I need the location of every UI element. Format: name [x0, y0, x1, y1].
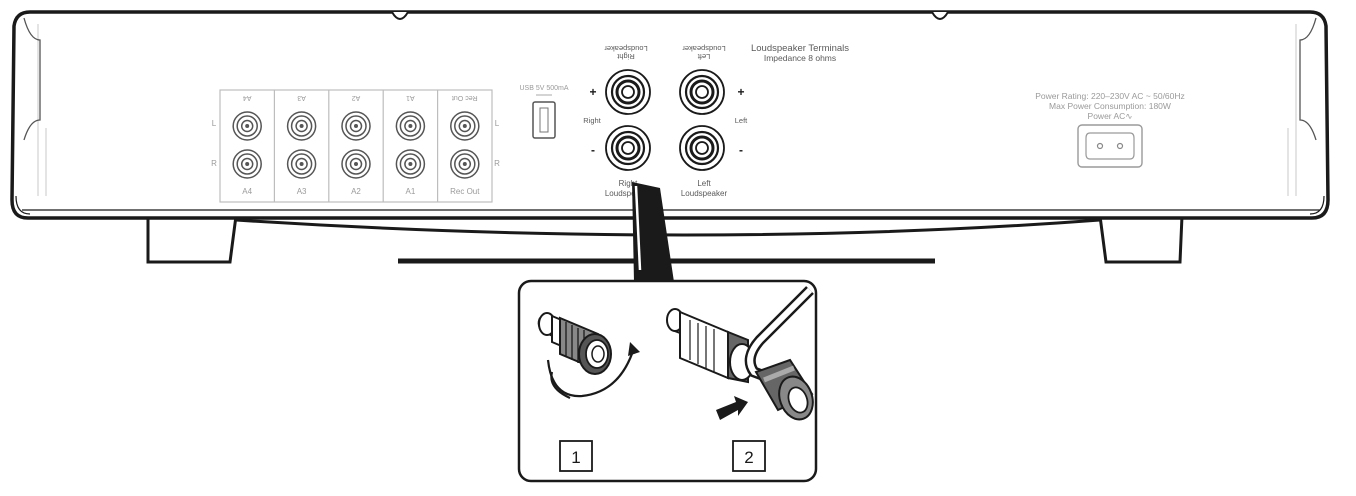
- binding-post-left-plus[interactable]: [679, 69, 725, 115]
- rca-jack-right[interactable]: [286, 149, 317, 179]
- power-ac-text: Power AC∿: [1088, 111, 1133, 121]
- left-speaker-top-line2: Loudspeaker: [682, 44, 726, 53]
- rca-jack-left[interactable]: [395, 111, 426, 141]
- wire-insertion-illustration: [666, 286, 814, 421]
- rca-jack-left[interactable]: [450, 111, 480, 141]
- rca-channel-left-label: L: [212, 119, 217, 128]
- rca-jack-left[interactable]: [232, 111, 262, 141]
- left-loudspeaker-bottom-line1: Left: [697, 179, 711, 188]
- right-plus-sign: +: [589, 85, 596, 99]
- binding-post-right-plus[interactable]: [605, 69, 651, 115]
- left-speaker-top-line1: Left: [697, 52, 710, 61]
- power-consumption-text: Max Power Consumption: 180W: [1049, 101, 1171, 111]
- rca-group-bottom-label: A4: [242, 187, 252, 196]
- rca-jack-right[interactable]: [395, 149, 426, 179]
- binding-post-left-minus[interactable]: [679, 125, 725, 171]
- rca-group-bottom-label: A1: [406, 187, 416, 196]
- loudspeaker-terminals-title: Loudspeaker Terminals: [751, 43, 849, 54]
- callout-pointer: [632, 182, 674, 282]
- right-speaker-top-line2: Loudspeaker: [604, 44, 648, 53]
- step-1-number: 1: [571, 448, 580, 467]
- power-rating-text: Power Rating: 220–230V AC ~ 50/60Hz: [1035, 91, 1185, 101]
- right-loudspeaker-bottom-line1: Right: [619, 179, 638, 188]
- rca-group-top-label: A1: [406, 94, 415, 101]
- rca-group-top-label: A3: [297, 94, 306, 101]
- instruction-inset: 1 2: [517, 279, 818, 483]
- rca-group-bottom-label: Rec Out: [450, 187, 480, 196]
- rca-jack-right[interactable]: [450, 149, 480, 179]
- left-plus-sign: +: [737, 85, 744, 99]
- binding-post-loosen-illustration: [537, 312, 640, 400]
- right-speaker-top-line1: Right: [616, 52, 634, 61]
- rca-jack-right[interactable]: [341, 149, 371, 179]
- left-minus-sign: -: [739, 143, 743, 157]
- rca-jack-left[interactable]: [341, 111, 371, 141]
- binding-posts: [605, 69, 725, 171]
- step-2-badge: 2: [732, 440, 766, 472]
- iec-power-socket: [1077, 124, 1143, 168]
- rca-jack-right[interactable]: [232, 149, 262, 179]
- power-section: Power Rating: 220–230V AC ~ 50/60Hz Max …: [1035, 91, 1185, 168]
- chassis: [10, 10, 1330, 220]
- right-side-label: Right: [583, 116, 601, 125]
- loudspeaker-impedance: Impedance 8 ohms: [764, 53, 836, 63]
- right-minus-sign: -: [591, 143, 595, 157]
- rca-channel-right-label: R: [211, 159, 217, 168]
- left-loudspeaker-bottom-line2: Loudspeaker: [681, 189, 728, 198]
- rca-channel-left-label-right-side: L: [495, 119, 500, 128]
- right-loudspeaker-bottom-line2: Loudspeaker: [605, 189, 652, 198]
- binding-post-right-minus[interactable]: [605, 125, 651, 171]
- usb-label: USB 5V 500mA: [519, 85, 568, 92]
- left-side-label: Left: [735, 116, 748, 125]
- rca-group-top-label: A4: [243, 94, 252, 101]
- rca-group-bottom-label: A2: [351, 187, 361, 196]
- loudspeaker-terminals: Right Loudspeaker Left Loudspeaker Louds…: [583, 43, 849, 198]
- step-1-badge: 1: [559, 440, 593, 472]
- rca-group-bottom-label: A3: [297, 187, 307, 196]
- rca-jack-left[interactable]: [286, 111, 317, 141]
- usb-port: USB 5V 500mA: [519, 85, 569, 139]
- step-2-number: 2: [744, 448, 753, 467]
- rca-group-top-label: A2: [352, 94, 361, 101]
- rca-group-top-label: Rec Out: [452, 94, 478, 101]
- rca-channel-right-label-right-side: R: [494, 159, 500, 168]
